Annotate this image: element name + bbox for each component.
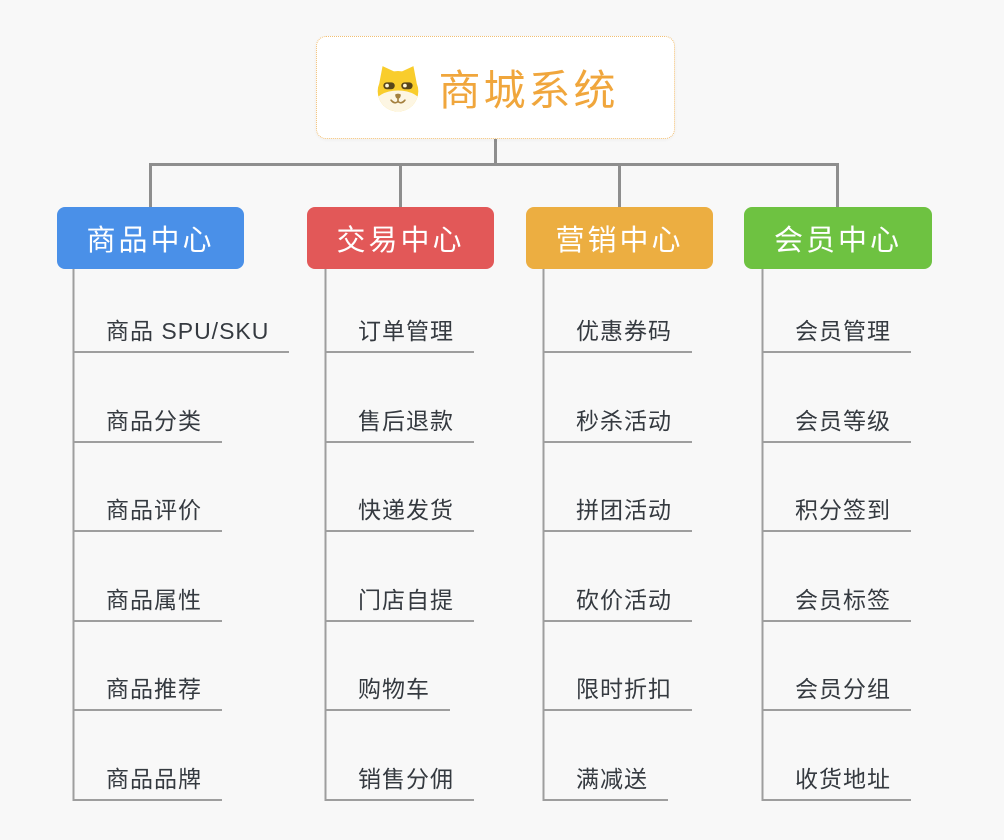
branch-label: 营销中心	[555, 225, 684, 257]
leaf-node[interactable]: 限时折扣	[543, 669, 692, 711]
root-title: 商城系统	[438, 67, 619, 114]
leaf-node[interactable]: 商品品牌	[73, 759, 222, 801]
leaf-node[interactable]: 会员分组	[762, 669, 911, 711]
branch-label: 商品中心	[86, 225, 215, 257]
leaf-node[interactable]: 满减送	[543, 759, 668, 801]
branch-label: 会员中心	[773, 225, 902, 257]
leaf-node[interactable]: 商品评价	[73, 490, 222, 532]
leaf-node[interactable]: 秒杀活动	[543, 401, 692, 443]
leaf-node[interactable]: 门店自提	[325, 580, 474, 622]
leaf-node[interactable]: 积分签到	[762, 490, 911, 532]
root-node[interactable]: 商城系统	[316, 36, 675, 139]
branch-label: 交易中心	[336, 225, 465, 257]
branch-marketing-center[interactable]: 营销中心	[526, 207, 713, 269]
leaf-node[interactable]: 销售分佣	[325, 759, 474, 801]
leaf-node[interactable]: 砍价活动	[543, 580, 692, 622]
leaf-node[interactable]: 商品推荐	[73, 669, 222, 711]
branch-bracket-line	[149, 163, 839, 207]
leaf-node[interactable]: 订单管理	[325, 311, 474, 353]
leaf-node[interactable]: 售后退款	[325, 401, 474, 443]
leaf-node[interactable]: 收货地址	[762, 759, 911, 801]
leaf-node[interactable]: 快递发货	[325, 490, 474, 532]
branch-product-center[interactable]: 商品中心	[57, 207, 244, 269]
leaf-node[interactable]: 购物车	[325, 669, 450, 711]
leaf-node[interactable]: 商品 SPU/SKU	[73, 311, 290, 353]
branch-trade-center[interactable]: 交易中心	[307, 207, 494, 269]
branch-member-center[interactable]: 会员中心	[744, 207, 932, 269]
leaf-node[interactable]: 商品分类	[73, 401, 222, 443]
leaf-node[interactable]: 会员标签	[762, 580, 911, 622]
dog-face-icon	[378, 65, 419, 112]
leaf-node[interactable]: 会员管理	[762, 311, 911, 353]
leaf-node[interactable]: 拼团活动	[543, 490, 692, 532]
leaf-node[interactable]: 会员等级	[762, 401, 911, 443]
leaf-node[interactable]: 商品属性	[73, 580, 222, 622]
leaf-node[interactable]: 优惠券码	[543, 311, 692, 353]
